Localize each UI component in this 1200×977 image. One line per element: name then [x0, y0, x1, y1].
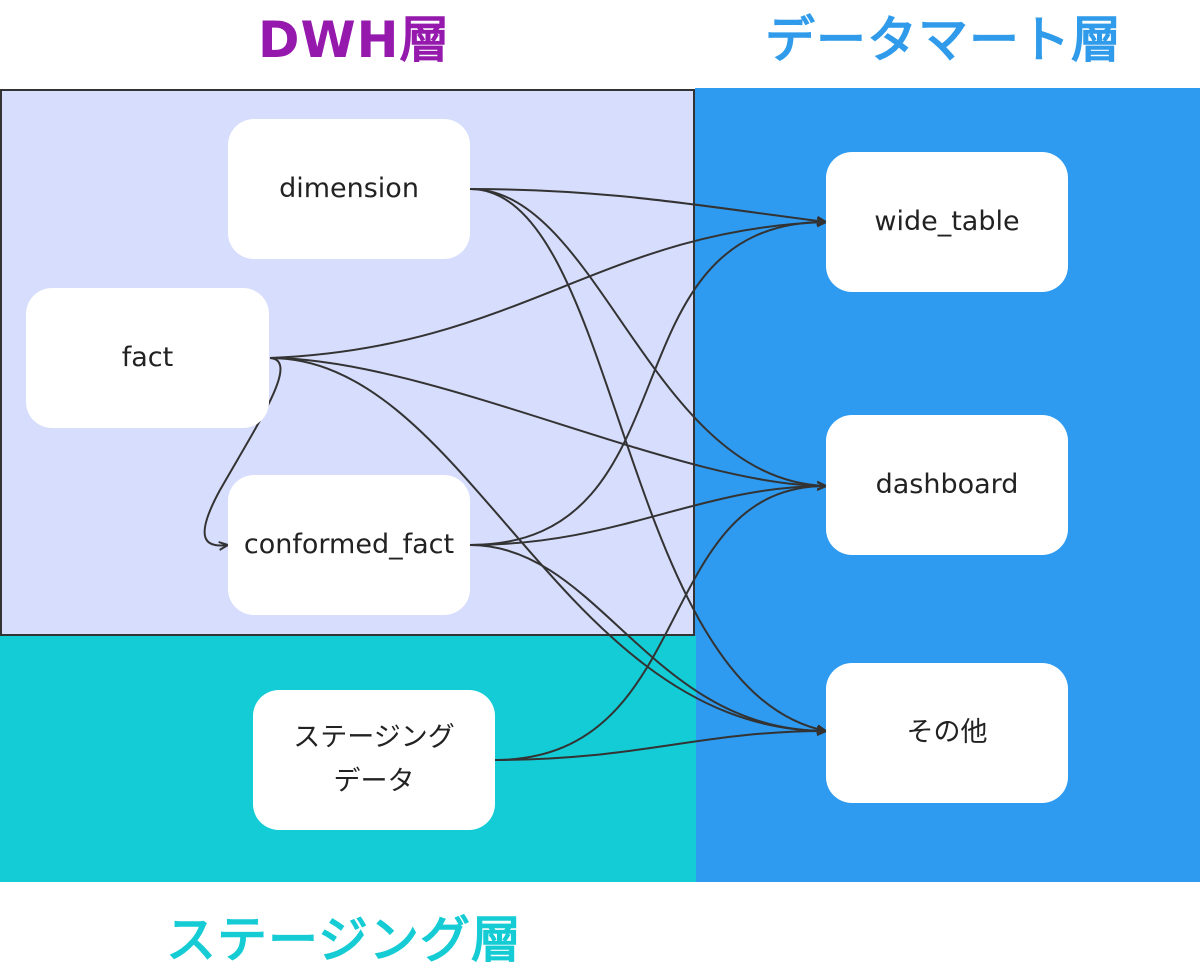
staging-layer-title: ステージング層	[166, 911, 522, 969]
dashboard-node[interactable]: dashboard	[826, 415, 1068, 555]
staging-data-node[interactable]: ステージング データ	[253, 690, 495, 830]
conformed-fact-node[interactable]: conformed_fact	[228, 475, 470, 615]
conformed-fact-node-label: conformed_fact	[243, 529, 455, 560]
staging-data-node-label-line2: データ	[333, 766, 415, 797]
fact-node-label: fact	[121, 342, 174, 373]
wide-table-node[interactable]: wide_table	[826, 152, 1068, 292]
dwh-layer-title: DWH層	[258, 11, 451, 69]
dashboard-node-label: dashboard	[875, 469, 1019, 500]
staging-data-node-label-line1: ステージング	[293, 722, 455, 753]
dimension-node[interactable]: dimension	[228, 119, 470, 259]
other-node[interactable]: その他	[826, 663, 1068, 803]
fact-node[interactable]: fact	[26, 288, 269, 428]
dimension-node-label: dimension	[279, 173, 419, 204]
wide-table-node-label: wide_table	[874, 206, 1020, 237]
data-mart-layer-title: データマート層	[765, 11, 1122, 69]
other-node-label: その他	[906, 717, 988, 748]
